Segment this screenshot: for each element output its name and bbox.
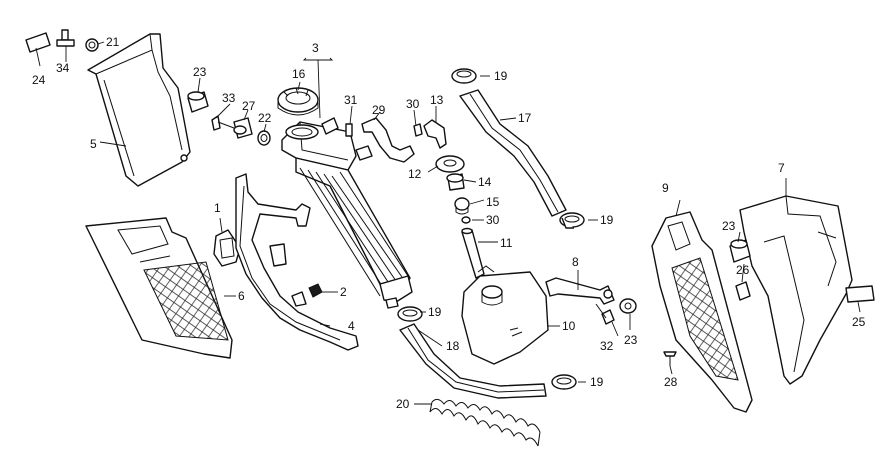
callout-9: 9 xyxy=(662,181,669,195)
callout-19-mid: 19 xyxy=(428,305,442,319)
leader-lines xyxy=(35,41,861,405)
tube-11 xyxy=(461,227,485,279)
grommet-26 xyxy=(735,281,751,301)
lower-hose-18 xyxy=(399,323,547,399)
callout-12: 12 xyxy=(408,167,422,181)
nut-2 xyxy=(308,283,323,298)
seal-1 xyxy=(213,229,241,267)
callout-34: 34 xyxy=(56,61,70,75)
clamp-30-lower xyxy=(461,216,471,224)
callout-22: 22 xyxy=(258,111,272,125)
callout-5: 5 xyxy=(90,137,97,151)
bolt-33 xyxy=(211,115,235,131)
breather-hose-29 xyxy=(361,117,415,163)
callout-16: 16 xyxy=(292,67,306,81)
callout-27: 27 xyxy=(242,99,256,113)
emblem-24 xyxy=(25,32,51,53)
collar-22 xyxy=(257,130,271,146)
callout-3: 3 xyxy=(312,41,319,55)
cap-15 xyxy=(454,197,470,215)
callout-1: 1 xyxy=(214,201,221,215)
radiator-bracket-4 xyxy=(235,173,359,351)
callout-19-right: 19 xyxy=(600,213,614,227)
bolt-34 xyxy=(56,29,75,47)
callout-19-top: 19 xyxy=(494,69,508,83)
callout-29: 29 xyxy=(372,103,386,117)
radiator-core-3 xyxy=(281,117,413,309)
callout-20: 20 xyxy=(396,397,410,411)
callout-25: 25 xyxy=(852,315,866,329)
callout-23-right: 23 xyxy=(722,219,736,233)
right-radiator-grille xyxy=(651,211,753,413)
callout-6: 6 xyxy=(238,289,245,303)
hose-clamp-19-low xyxy=(551,374,577,390)
callout-30-lower: 30 xyxy=(486,213,500,227)
left-radiator-grille xyxy=(85,217,233,359)
hose-clamp-19-mid xyxy=(397,306,423,322)
emblem-25 xyxy=(845,285,875,303)
left-upper-shroud xyxy=(87,33,191,187)
stay-8 xyxy=(545,277,615,305)
callout-11: 11 xyxy=(500,236,513,250)
callout-15: 15 xyxy=(486,195,500,209)
callout-31: 31 xyxy=(344,93,358,107)
radiator-cap-16 xyxy=(277,87,319,116)
washer-12 xyxy=(435,155,465,173)
callout-13: 13 xyxy=(430,93,444,107)
clip-31 xyxy=(345,123,353,137)
screw-28 xyxy=(663,351,677,366)
callout-32: 32 xyxy=(600,339,614,353)
callout-30-upper: 30 xyxy=(406,97,420,111)
callout-8: 8 xyxy=(572,255,579,269)
collar-27 xyxy=(233,117,253,139)
grommet-23-left xyxy=(187,91,209,113)
callout-28: 28 xyxy=(664,375,678,389)
callout-labels: 24 34 21 5 23 33 27 22 3 16 31 29 30 13 … xyxy=(32,35,866,411)
upper-hose-17 xyxy=(459,89,567,217)
callout-10: 10 xyxy=(562,319,576,333)
callout-23-middle: 23 xyxy=(624,333,638,347)
callout-17: 17 xyxy=(518,111,532,125)
callout-23-left: 23 xyxy=(193,65,207,79)
callout-4: 4 xyxy=(348,319,355,333)
bolt-32 xyxy=(595,303,615,325)
collar-23-middle xyxy=(619,298,637,314)
collar-21 xyxy=(85,38,99,52)
right-upper-shroud xyxy=(739,195,853,385)
callout-24: 24 xyxy=(32,73,46,87)
callout-21: 21 xyxy=(106,35,120,49)
coil-hose-20 xyxy=(429,398,541,447)
hose-clamp-19-right xyxy=(559,212,585,229)
callout-7: 7 xyxy=(778,161,785,175)
joint-13 xyxy=(423,119,447,149)
callout-18: 18 xyxy=(446,339,460,353)
callout-2: 2 xyxy=(340,285,347,299)
callout-19-low: 19 xyxy=(590,375,604,389)
collar-23-right xyxy=(729,239,751,263)
grommet-14 xyxy=(446,173,465,191)
callout-26: 26 xyxy=(736,263,750,277)
reserve-tank-10 xyxy=(461,265,549,365)
clamp-30-upper xyxy=(413,123,423,137)
callout-14: 14 xyxy=(478,175,492,189)
callout-33: 33 xyxy=(222,91,236,105)
hose-clamp-19-top xyxy=(451,68,477,84)
